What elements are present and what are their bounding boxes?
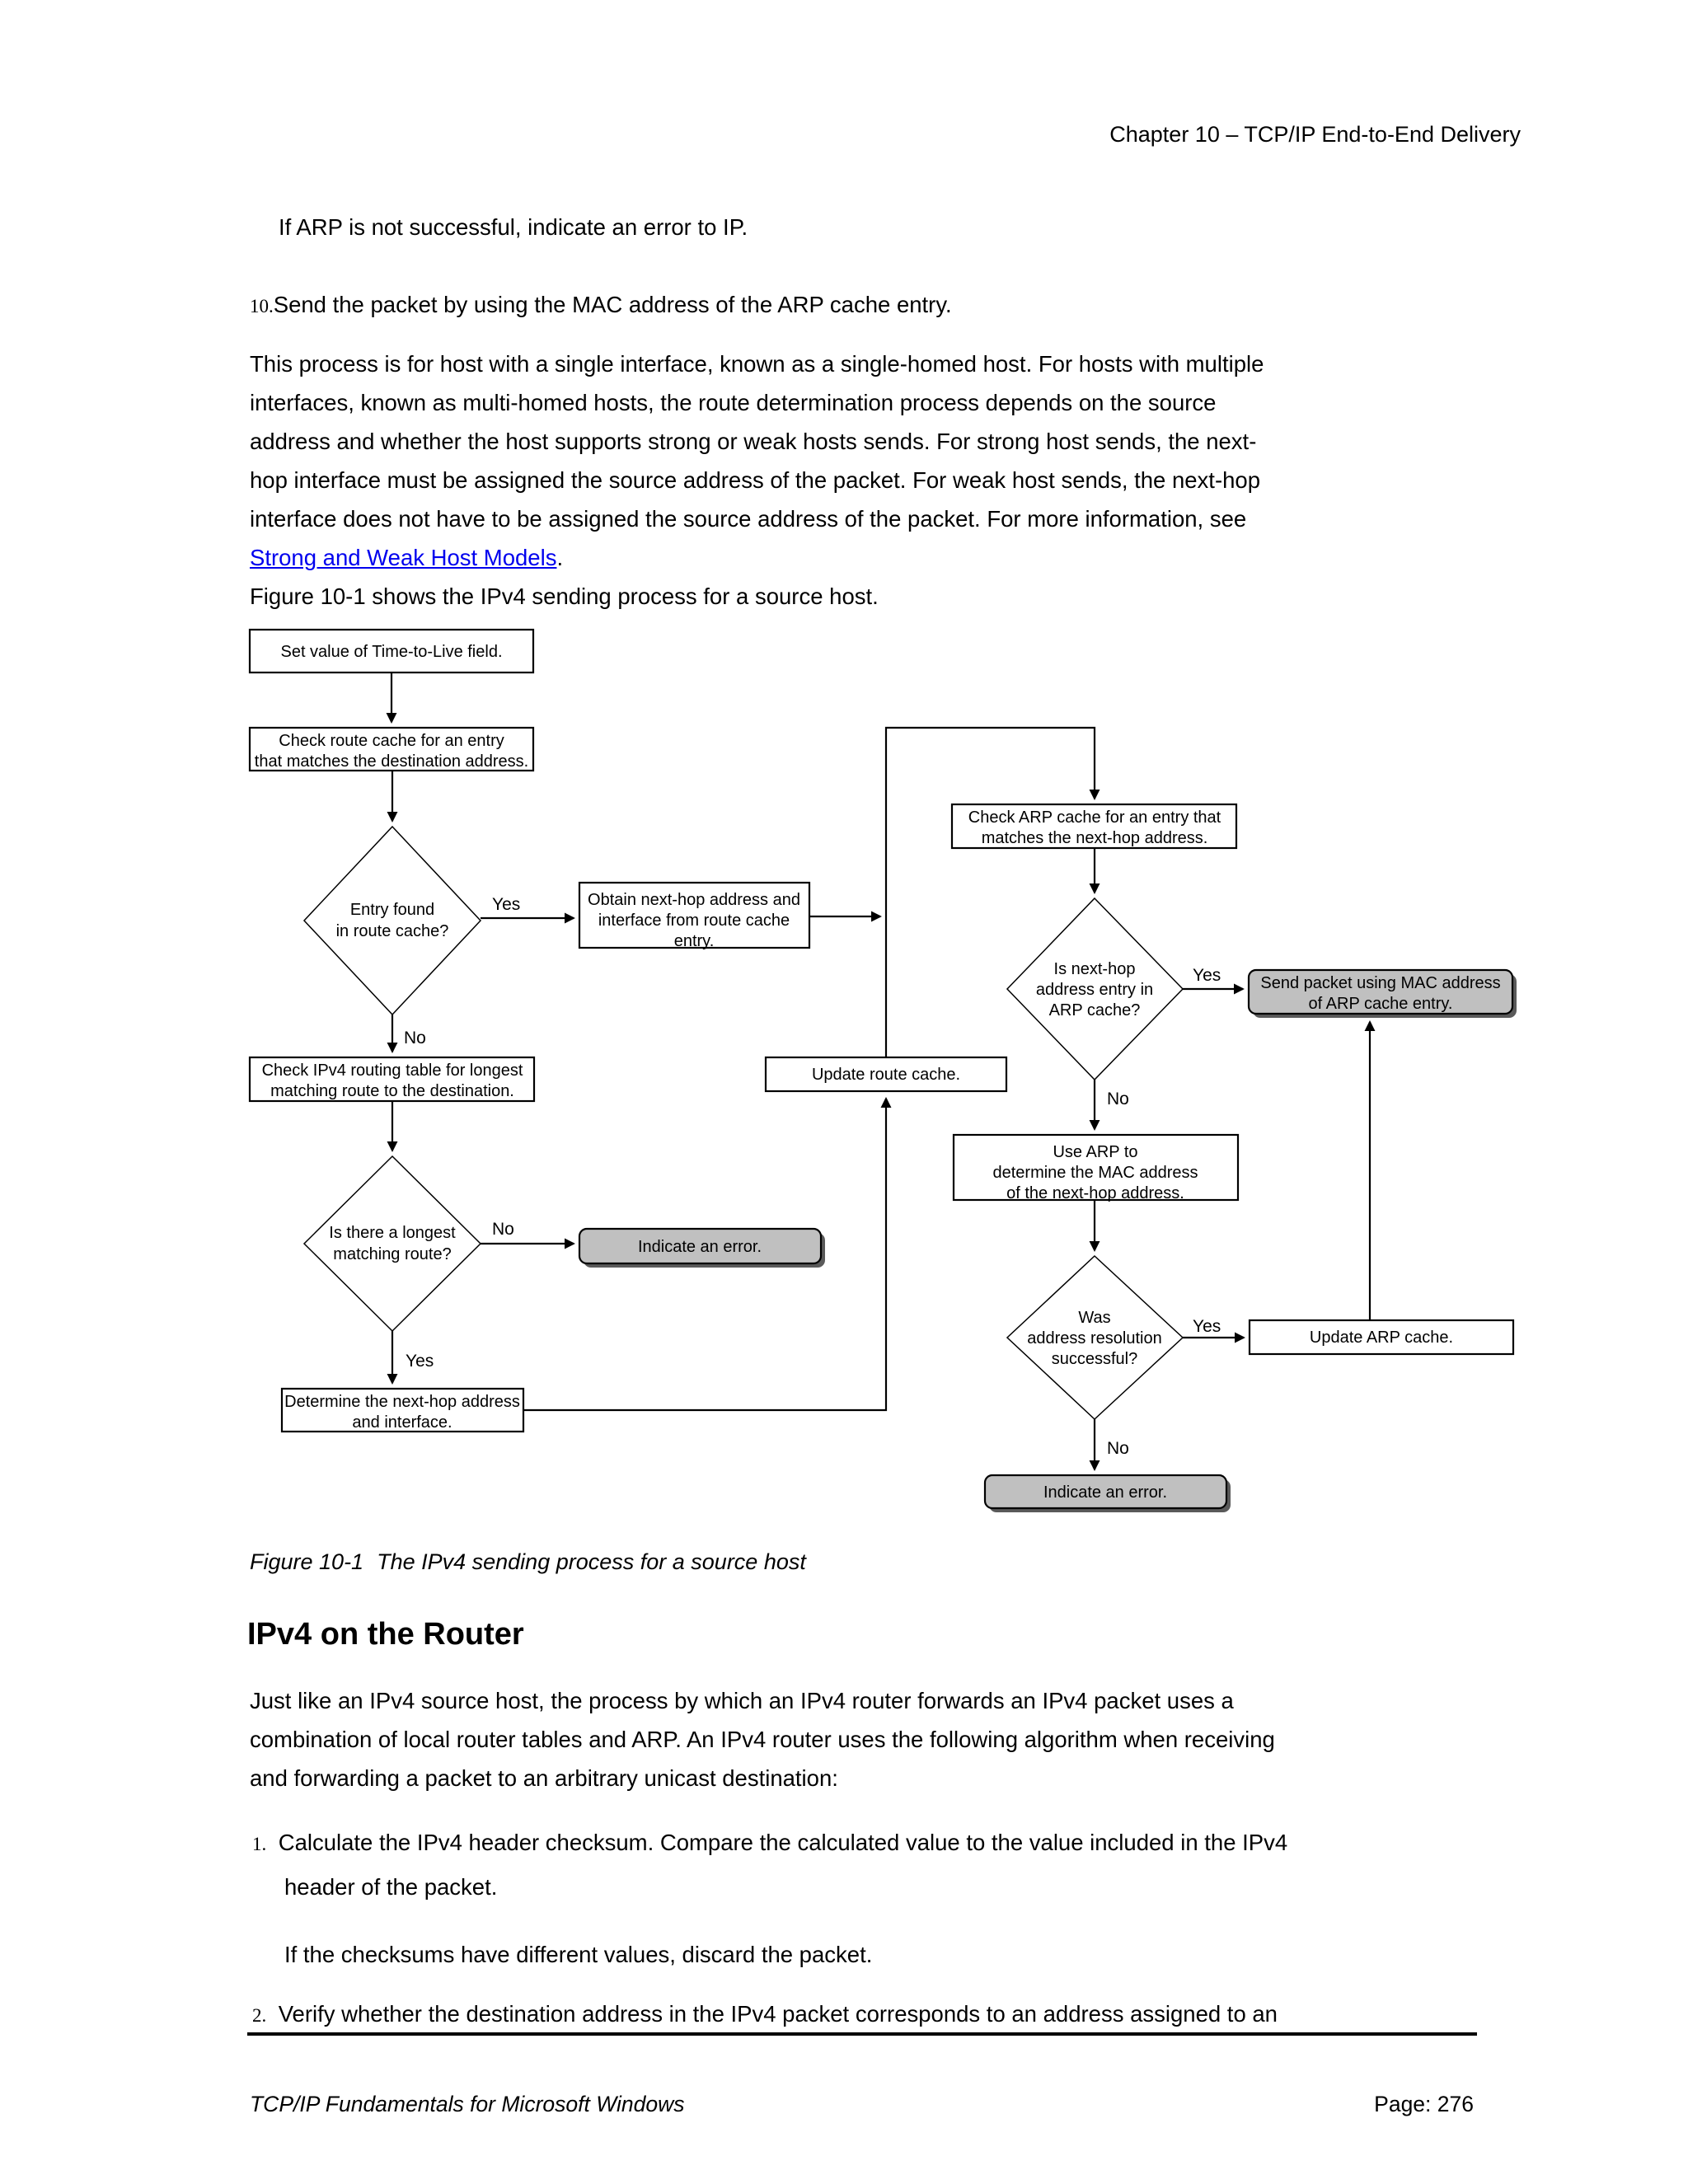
paragraph-line: hop interface must be assigned the sourc… [250, 467, 1260, 493]
list-item-1-number: 1. [252, 1834, 267, 1854]
node-text: Use ARP to [1053, 1143, 1137, 1161]
paragraph-router: Just like an IPv4 source host, the proce… [250, 1681, 1275, 1797]
footer-divider [247, 2032, 1477, 2036]
list-item-1-text-line2: header of the packet. [284, 1874, 498, 1900]
flowchart-node-set-ttl: Set value of Time-to-Live field. [248, 628, 535, 674]
strong-weak-host-models-link[interactable]: Strong and Weak Host Models [250, 545, 557, 570]
paragraph-line: and forwarding a packet to an arbitrary … [250, 1765, 838, 1791]
node-text: Indicate an error. [638, 1238, 762, 1256]
arp-note: If ARP is not successful, indicate an er… [279, 214, 748, 240]
node-text: Check route cache for an entry [279, 732, 504, 750]
flowchart-decision-resolution-ok: Was address resolution successful? [1006, 1254, 1184, 1421]
node-text: of the next-hop address. [1006, 1184, 1184, 1202]
label-yes: Yes [492, 895, 520, 914]
node-text: entry. [674, 932, 715, 950]
list-item-2: 2. Verify whether the destination addres… [252, 1994, 1278, 2033]
flowchart-node-update-arp-cache: Update ARP cache. [1248, 1319, 1515, 1356]
node-text: Check ARP cache for an entry that [968, 808, 1221, 827]
node-text: and interface. [352, 1413, 452, 1432]
node-text: address entry in [1036, 981, 1153, 999]
node-text: Send packet using MAC address [1260, 974, 1500, 992]
flowchart-decision-entry-found: Entry found in route cache? [302, 825, 482, 1016]
node-text: matching route to the destination. [270, 1082, 514, 1100]
flowchart-terminal-send-packet: Send packet using MAC address of ARP cac… [1247, 968, 1517, 1018]
label-yes: Yes [1193, 966, 1221, 985]
edge-determine-to-updateroute [523, 1097, 892, 1412]
figure-caption: Figure 10-1 The IPv4 sending process for … [250, 1549, 806, 1575]
list-item-1: 1. Calculate the IPv4 header checksum. C… [252, 1823, 1287, 1862]
node-text: Entry found [350, 901, 434, 919]
link-trailing-period: . [556, 545, 564, 570]
label-no: No [1107, 1439, 1129, 1458]
flowchart-edges [386, 673, 1376, 1471]
flowchart-node-use-arp: Use ARP to determine the MAC address of … [952, 1133, 1240, 1202]
flowchart-node-determine-next-hop: Determine the next-hop address and inter… [280, 1387, 525, 1433]
list-item-2-text: Verify whether the destination address i… [278, 2001, 1278, 2027]
node-text: matching route? [333, 1245, 451, 1263]
section-heading: IPv4 on the Router [247, 1617, 524, 1652]
node-text: Update ARP cache. [1310, 1329, 1453, 1347]
paragraph-line: address and whether the host supports st… [250, 429, 1257, 454]
node-text: interface from route cache [598, 912, 790, 930]
flowchart-decision-longest-match: Is there a longest matching route? [302, 1155, 482, 1333]
node-text: Set value of Time-to-Live field. [280, 643, 502, 661]
figure-10-1-flowchart: Yes No No Yes Yes No Yes No Set value of… [248, 628, 1517, 1512]
edge-updateroute-to-checkarp [884, 726, 1100, 1057]
node-text: Update route cache. [812, 1066, 960, 1084]
paragraph-line: interfaces, known as multi-homed hosts, … [250, 390, 1217, 415]
page-header: Chapter 10 – TCP/IP End-to-End Delivery [1109, 122, 1521, 147]
footer-book-title: TCP/IP Fundamentals for Microsoft Window… [250, 2092, 685, 2116]
flowchart-node-check-routing-table: Check IPv4 routing table for longest mat… [248, 1056, 536, 1103]
node-text: Is there a longest [329, 1224, 456, 1242]
figure-intro: Figure 10-1 shows the IPv4 sending proce… [250, 583, 879, 609]
node-text: Obtain next-hop address and [588, 891, 800, 909]
node-text: successful? [1052, 1350, 1138, 1368]
paragraph-line: combination of local router tables and A… [250, 1727, 1275, 1752]
flowchart-terminal-indicate-error-1: Indicate an error. [578, 1227, 825, 1268]
checksum-note: If the checksums have different values, … [284, 1942, 873, 1967]
node-text: ARP cache? [1049, 1001, 1141, 1019]
node-text: Is next-hop [1054, 960, 1136, 978]
label-yes: Yes [1193, 1317, 1221, 1336]
step-10: 10.Send the packet by using the MAC addr… [250, 285, 952, 324]
label-no: No [492, 1220, 514, 1239]
list-item-1-text: Calculate the IPv4 header checksum. Comp… [278, 1830, 1288, 1855]
node-text: Determine the next-hop address [284, 1393, 520, 1411]
figure-caption-text: The IPv4 sending process for a source ho… [377, 1549, 806, 1574]
paragraph-line: This process is for host with a single i… [250, 351, 1264, 377]
node-text: that matches the destination address. [255, 752, 528, 771]
node-text: in route cache? [336, 922, 449, 940]
flowchart-node-check-route-cache: Check route cache for an entry that matc… [248, 726, 535, 772]
step-10-text: Send the packet by using the MAC address… [273, 292, 952, 317]
flowchart-node-update-route-cache: Update route cache. [764, 1056, 1008, 1093]
list-item-2-number: 2. [252, 2005, 267, 2026]
node-text: Was [1078, 1309, 1110, 1327]
figure-caption-number: Figure 10-1 [250, 1549, 364, 1574]
node-text: address resolution [1027, 1329, 1161, 1347]
paragraph-line: interface does not have to be assigned t… [250, 506, 1247, 532]
label-no: No [1107, 1090, 1129, 1108]
label-no: No [404, 1029, 426, 1047]
node-text: of ARP cache entry. [1309, 995, 1453, 1013]
flowchart-terminal-indicate-error-2: Indicate an error. [983, 1474, 1231, 1512]
node-text: Indicate an error. [1043, 1483, 1167, 1502]
node-text: Check IPv4 routing table for longest [262, 1062, 523, 1080]
node-text: matches the next-hop address. [982, 829, 1208, 847]
flowchart-node-obtain-next-hop: Obtain next-hop address and interface fr… [578, 881, 811, 950]
footer-page-number: Page: 276 [1374, 2092, 1474, 2116]
node-text: determine the MAC address [992, 1164, 1198, 1182]
paragraph-line: Just like an IPv4 source host, the proce… [250, 1688, 1234, 1713]
paragraph-host-process: This process is for host with a single i… [250, 344, 1264, 577]
flowchart-decision-arp-entry: Is next-hop address entry in ARP cache? [1006, 897, 1184, 1081]
label-yes: Yes [406, 1352, 434, 1371]
flowchart-node-check-arp-cache: Check ARP cache for an entry that matche… [950, 803, 1238, 850]
step-10-number: 10. [250, 296, 274, 316]
